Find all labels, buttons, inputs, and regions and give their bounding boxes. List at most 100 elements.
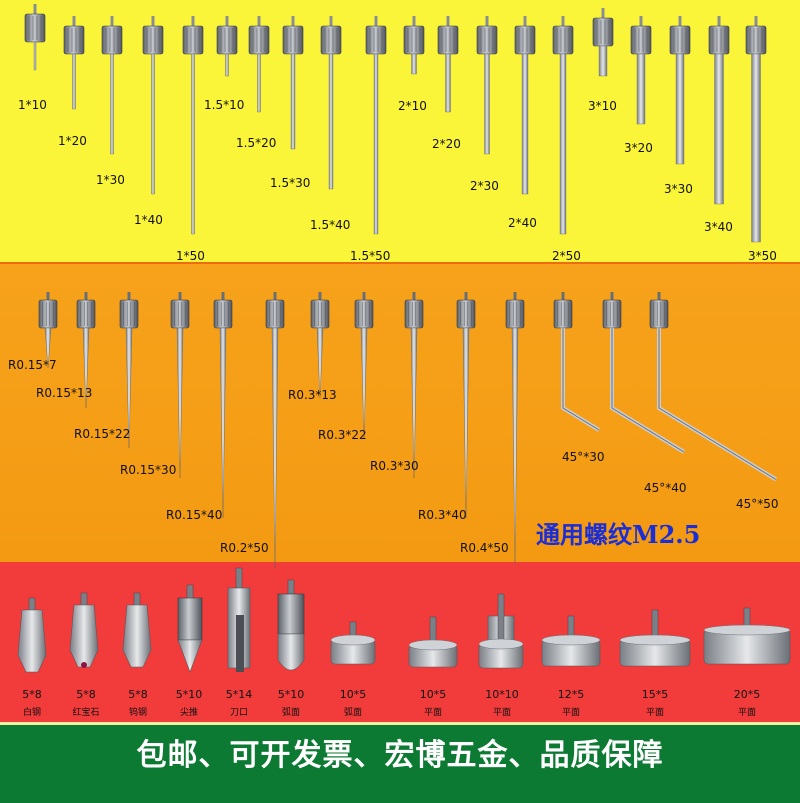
probe-shaft [257,53,261,113]
probe-label: 1*50 [176,249,205,263]
thread-stud [374,16,378,26]
knurled-head [282,25,304,55]
tip-size-label: 5*8 [22,688,42,701]
knurled-head [505,299,525,329]
needle-label: R0.15*22 [74,427,131,441]
knurled-head [182,25,204,55]
knurled-head [101,25,123,55]
tip-size-label: 5*10 [175,688,203,701]
needle-label: R0.15*13 [36,386,93,400]
needle-shaft [271,327,279,569]
knurled-head [476,25,498,55]
knurled-body [177,597,203,641]
tip-size-label: 10*5 [339,688,367,701]
probe-label: 3*10 [588,99,617,113]
probe-shaft [714,53,724,205]
needle-label: R0.15*30 [120,463,177,477]
probe-shaft [225,53,229,77]
probe-label: 1*30 [96,173,125,187]
probe-label: 1*40 [134,213,163,227]
knurled-head [310,299,330,329]
needle-shaft [219,327,227,519]
knurled-head [38,299,58,329]
thread-stud [610,292,614,300]
flat-probe-section [0,0,800,262]
disc-top [703,624,791,636]
thread-stud [717,16,721,26]
needle-shaft [82,327,90,409]
thread-stud [601,8,605,18]
knurled-head [24,13,46,43]
thread-stud [497,593,505,645]
thread-stud [257,16,261,26]
knurled-head [630,25,652,55]
disc-top [408,639,458,651]
tip-size-label: 5*8 [76,688,96,701]
needle-label: R0.3*30 [370,459,419,473]
thread-stud [235,567,243,589]
probe-shaft [290,53,296,150]
blade-edge [236,615,244,672]
probe-shaft [373,53,379,235]
thread-stud [657,292,661,300]
thread-stud [287,579,295,595]
needle-label: 45°*50 [736,497,779,511]
thread-stud [412,292,416,300]
probe-label: 2*10 [398,99,427,113]
needle-label: R0.4*50 [460,541,509,555]
disc-top [478,638,524,650]
thread-spec-text: 通用螺纹M2.5 [536,520,701,549]
needle-label: R0.3*13 [288,388,337,402]
thread-stud [513,292,517,300]
ball-tip-body [17,609,47,673]
thread-stud [318,292,322,300]
tip-material-caption: 刀口 [229,708,248,718]
thread-stud [72,16,76,26]
thread-stud [639,16,643,26]
tip-material-caption: 平面 [561,708,580,718]
thread-stud [33,4,37,14]
probe-shaft [191,53,195,235]
probe-label: 2*30 [470,179,499,193]
probe-shaft [521,53,529,195]
needle-label: 45°*40 [644,481,687,495]
needle-shaft [410,327,418,479]
knurled-head [553,299,573,329]
thread-stud [485,16,489,26]
promo-banner-section [0,722,800,803]
needle-shaft [316,327,324,399]
needle-label: R0.3*22 [318,428,367,442]
ball-tip-body [69,604,99,668]
knurled-head [142,25,164,55]
probe-label: 1*10 [18,98,47,112]
probe-label: 3*20 [624,141,653,155]
knurled-head [404,299,424,329]
knurled-head [437,25,459,55]
knurled-head [170,299,190,329]
knurled-head [592,17,614,47]
probe-label: 3*30 [664,182,693,196]
thread-stud [84,292,88,300]
knurled-head [320,25,342,55]
knurled-head [745,25,767,55]
knurled-head [213,299,233,329]
tip-size-label: 5*8 [128,688,148,701]
probe-shaft [598,45,608,77]
tip-material-caption: 平面 [423,708,442,718]
probe-label: 1.5*30 [270,176,311,190]
needle-shaft [125,327,133,449]
ball-tip-body [122,604,152,668]
thread-stud [464,292,468,300]
needle-shaft [44,327,52,369]
dome-tip [277,633,305,671]
needle-label: R0.3*40 [418,508,467,522]
tip-material-caption: 弧面 [343,708,362,718]
tip-material-caption: 平面 [492,708,511,718]
thread-stud [225,16,229,26]
tip-size-label: 5*14 [225,688,253,701]
tip-material-caption: 平面 [645,708,664,718]
thread-stud [110,16,114,26]
needle-shaft [360,327,368,439]
thread-stud [329,16,333,26]
